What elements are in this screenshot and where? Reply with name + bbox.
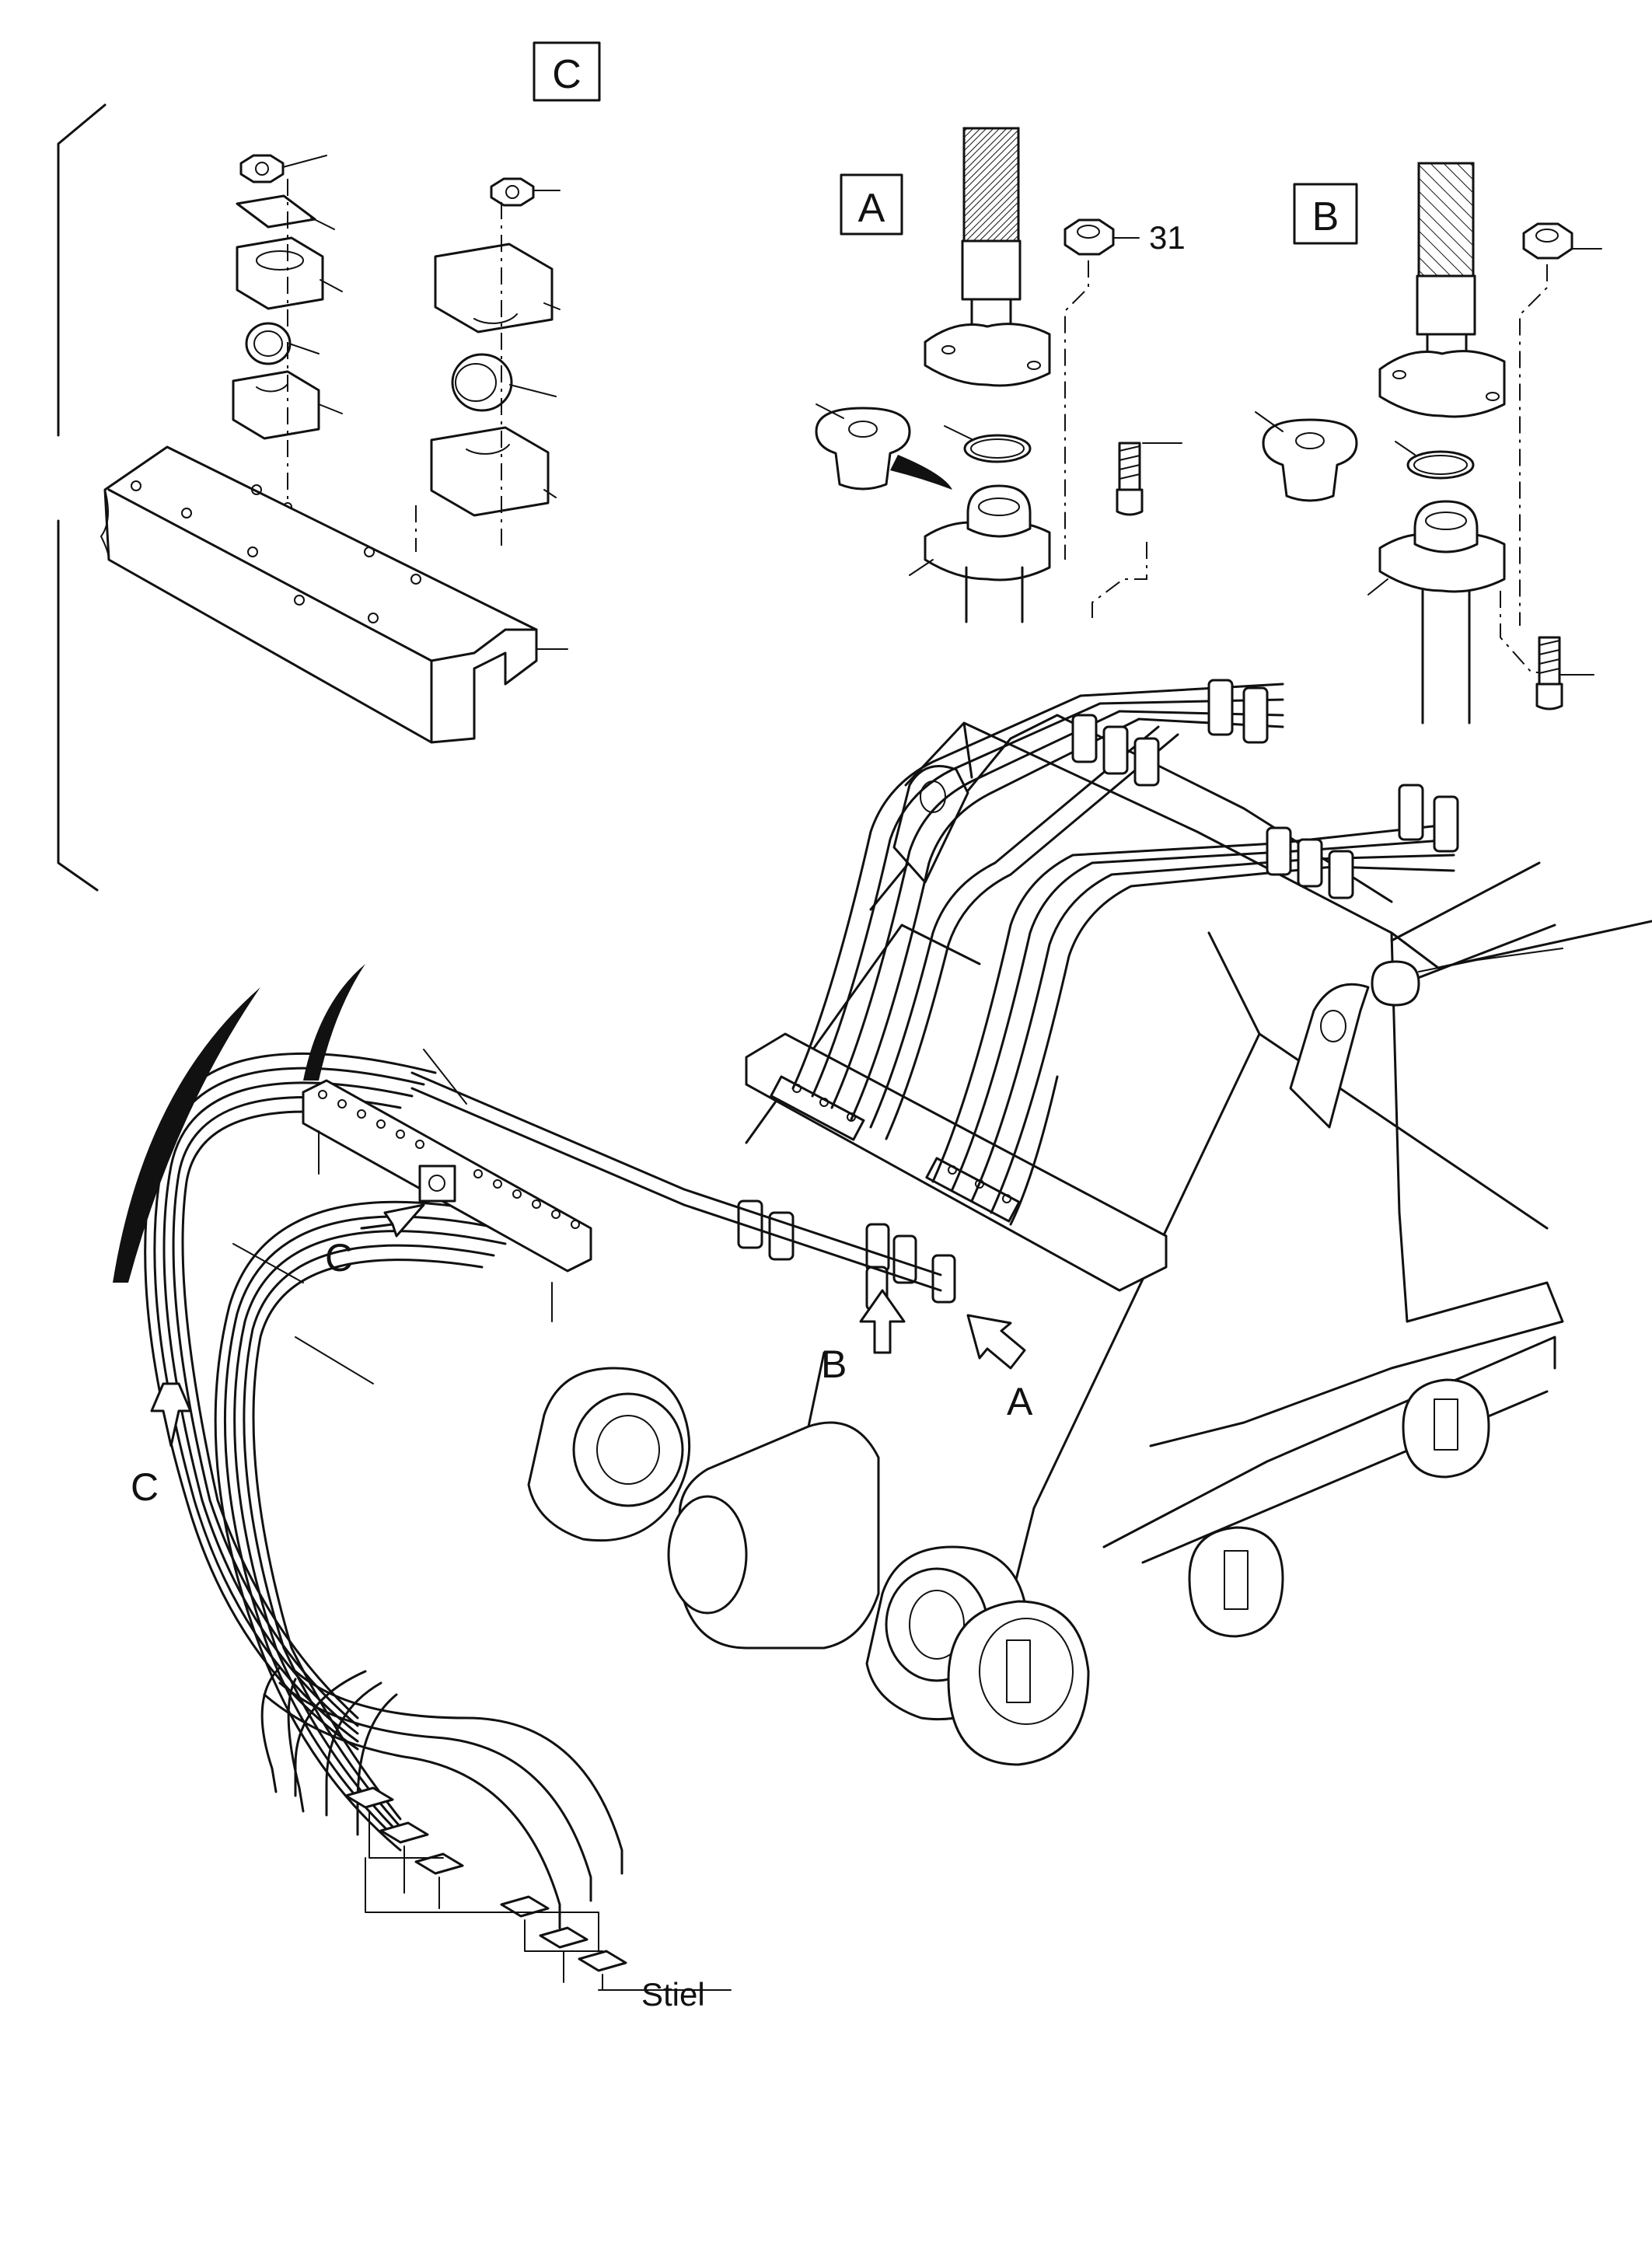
end-boss-3 bbox=[1402, 1378, 1490, 1479]
view-label-b: B bbox=[821, 1342, 847, 1386]
pipe-clamps-top bbox=[1071, 679, 1459, 899]
label-b-top: B bbox=[1312, 194, 1339, 239]
clamp-block-upper bbox=[434, 243, 554, 333]
stiel-label: Stiel bbox=[641, 1976, 705, 2013]
nut-icon-2 bbox=[490, 177, 535, 207]
end-boss-2 bbox=[1188, 1526, 1284, 1638]
hose-grommet bbox=[245, 322, 292, 365]
mounting-rail bbox=[100, 445, 568, 744]
hose-grommet-2 bbox=[451, 353, 513, 412]
nut-icon bbox=[239, 154, 285, 183]
arrow-c-1 bbox=[360, 1203, 425, 1238]
hose-braid bbox=[962, 127, 1020, 243]
clamp-stack-left bbox=[232, 154, 343, 512]
label-box-c bbox=[533, 41, 601, 102]
label-box-b bbox=[1293, 183, 1358, 245]
seal-plug bbox=[815, 407, 911, 491]
view-label-a: A bbox=[1007, 1380, 1033, 1423]
pin-end bbox=[1371, 960, 1420, 1007]
detail-c: C bbox=[57, 41, 601, 892]
callout-31: 31 bbox=[1149, 219, 1186, 256]
pipes-upper-right bbox=[931, 822, 1455, 1226]
rail-body bbox=[103, 445, 538, 744]
plate-clamps-1 bbox=[770, 1075, 1021, 1223]
hose-ferrule bbox=[961, 239, 1022, 301]
pipes-upper-left bbox=[791, 683, 1284, 1140]
seal-plug-b bbox=[1262, 418, 1358, 502]
split-flange-b bbox=[1378, 350, 1506, 418]
end-bosses bbox=[947, 1378, 1490, 1766]
sweep-wedge-2 bbox=[303, 964, 365, 1081]
pointer-wedge bbox=[890, 455, 952, 490]
pin-bosses bbox=[527, 1351, 1029, 1721]
end-boss-1 bbox=[947, 1600, 1090, 1766]
clamp-block-lower bbox=[430, 426, 550, 517]
cross-plate bbox=[745, 1032, 1168, 1292]
sweep-wedge-1 bbox=[113, 987, 260, 1283]
cover-plate bbox=[236, 194, 316, 229]
detail-b: B bbox=[1255, 162, 1602, 724]
label-box-a bbox=[840, 173, 903, 236]
hose-clamp-block bbox=[232, 1049, 592, 1384]
label-a-top: A bbox=[858, 186, 885, 231]
clamp-stack-right bbox=[415, 177, 561, 552]
hose-end-fittings bbox=[344, 1786, 732, 1991]
pipe-fitting bbox=[966, 484, 1032, 538]
view-label-c-1: C bbox=[325, 1236, 353, 1280]
boom-outline bbox=[904, 721, 1564, 1447]
view-arrows bbox=[150, 1203, 1026, 1447]
hose-loops bbox=[144, 1052, 623, 1929]
hose-braid-b bbox=[1417, 162, 1475, 278]
clamp-half-upper bbox=[236, 236, 324, 310]
clamp-half-lower bbox=[232, 370, 320, 440]
hose-ferrule-b bbox=[1416, 274, 1476, 336]
view-label-c-2: C bbox=[131, 1465, 159, 1509]
pipe-fitting-b bbox=[1413, 500, 1479, 553]
detail-a: A 31 bbox=[815, 127, 1186, 623]
arrow-c-2 bbox=[150, 1382, 192, 1447]
arrow-b bbox=[859, 1289, 906, 1354]
boom-assembly bbox=[113, 679, 1652, 1991]
detail-c-frame bbox=[57, 103, 107, 892]
bolt-head bbox=[1116, 488, 1144, 516]
arrow-a bbox=[966, 1314, 1026, 1370]
label-c-top: C bbox=[552, 52, 582, 97]
bolt-head-b bbox=[1535, 683, 1563, 711]
split-flange-upper bbox=[924, 323, 1051, 387]
ear-right bbox=[1289, 983, 1370, 1129]
